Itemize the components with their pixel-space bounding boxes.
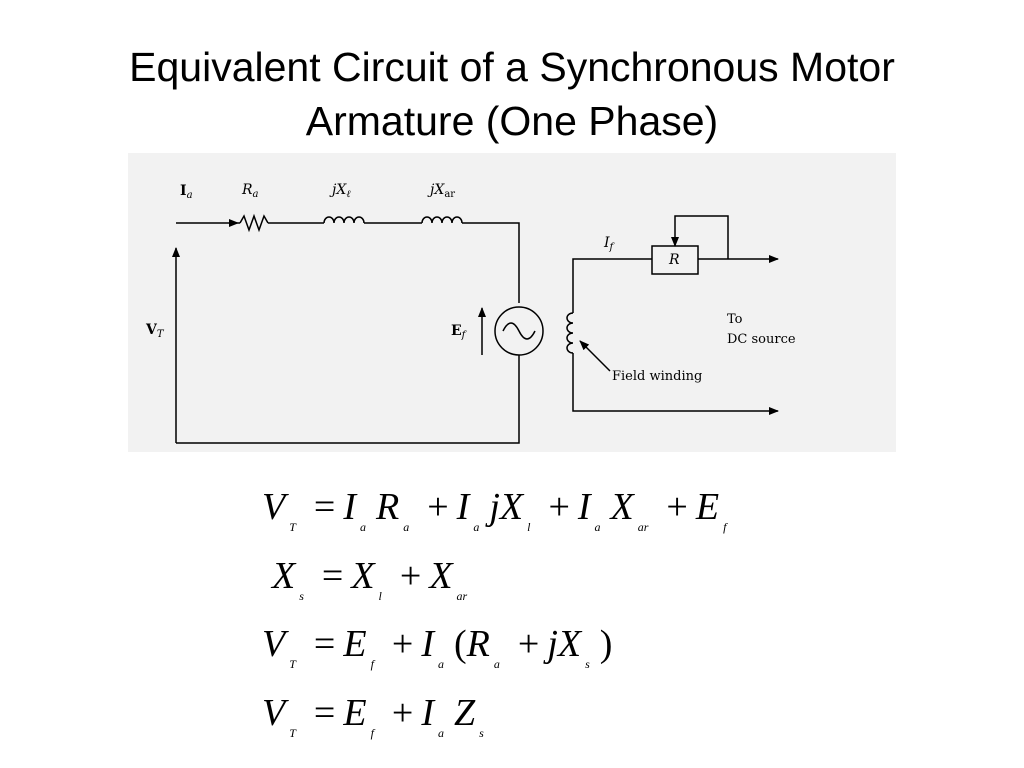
rheostat-label: R <box>668 252 680 268</box>
jxl-label: jXℓ <box>329 182 350 200</box>
subscript: s <box>479 726 484 740</box>
rheostat-wiper <box>671 215 729 259</box>
symbol: I <box>343 486 356 528</box>
vt-label: VT <box>145 322 165 340</box>
operator: = <box>313 486 336 528</box>
operator: + <box>391 692 414 734</box>
field-winding-symbol <box>566 312 574 354</box>
operator: = <box>313 623 336 665</box>
subscript: a <box>438 726 444 740</box>
ia-label: Ia <box>180 183 193 201</box>
subscript: l <box>378 589 382 603</box>
operator: + <box>427 486 449 528</box>
subscript: ar <box>637 520 649 534</box>
subscript: f <box>370 657 374 671</box>
symbol: V <box>262 692 286 734</box>
subscript: a <box>403 520 410 534</box>
ra-label: Ra <box>241 182 259 200</box>
resistor-ra-symbol <box>239 213 269 233</box>
operator: + <box>517 623 540 665</box>
symbol: E <box>343 692 367 734</box>
subscript: l <box>527 520 531 534</box>
subscript: a <box>360 520 366 534</box>
parenthesis: ( <box>454 623 467 665</box>
parenthesis: ) <box>599 623 613 665</box>
jxar-label: jXar <box>427 182 455 200</box>
subscript: s <box>299 589 304 603</box>
operator: + <box>391 623 414 665</box>
field-wire-top <box>572 258 652 313</box>
operator: + <box>548 486 570 528</box>
symbol: jX <box>489 486 524 528</box>
symbol: I <box>577 486 591 528</box>
subscript: f <box>370 726 374 740</box>
slide-title-line-2: Armature (One Phase) <box>305 98 719 144</box>
symbol: E <box>343 623 367 665</box>
field-wire-bottom <box>572 353 779 415</box>
subscript: a <box>438 657 444 671</box>
symbol: X <box>272 555 296 597</box>
if-label: If <box>603 235 616 253</box>
circuit-diagram: Ia Ra jXℓ jXar VT Ef If R To DC source F… <box>128 153 896 452</box>
operator: + <box>399 555 422 597</box>
subscript: s <box>585 657 590 671</box>
slide-title: Equivalent Circuit of a Synchronous Moto… <box>0 40 1024 148</box>
operator: = <box>313 692 336 734</box>
subscript: f <box>723 520 727 534</box>
symbol: R <box>376 486 400 528</box>
ac-sine-symbol <box>502 322 536 340</box>
operator: = <box>321 555 344 597</box>
subscript: ar <box>456 589 468 603</box>
subscript: T <box>289 657 296 671</box>
subscript: T <box>289 726 296 740</box>
symbol: X <box>351 555 375 597</box>
to-label: To <box>727 312 743 327</box>
wire-segment <box>176 355 520 444</box>
subscript: a <box>473 520 480 534</box>
symbol: I <box>421 692 434 734</box>
symbol: X <box>610 486 634 528</box>
subscript: T <box>289 520 296 534</box>
operator: + <box>666 486 688 528</box>
symbol: I <box>456 486 470 528</box>
wire-segment <box>462 222 520 303</box>
field-winding-label: Field winding <box>612 369 702 384</box>
circuit-svg: Ia Ra jXℓ jXar VT Ef If R To DC source F… <box>145 182 796 444</box>
ef-label: Ef <box>451 323 468 341</box>
symbol: jX <box>547 623 582 665</box>
field-winding-pointer <box>579 340 611 372</box>
slide-title-line-1: Equivalent Circuit of a Synchronous Moto… <box>129 44 895 90</box>
subscript: a <box>493 657 500 671</box>
dc-source-label: DC source <box>727 332 796 347</box>
inductor-xar-symbol <box>421 216 463 224</box>
symbol: E <box>695 486 720 528</box>
subscript: a <box>594 520 601 534</box>
symbol: R <box>466 623 490 665</box>
inductor-xl-symbol <box>323 216 365 224</box>
symbol: Z <box>454 692 476 734</box>
symbol: V <box>262 623 286 665</box>
symbol: V <box>262 486 286 528</box>
symbol: I <box>421 623 434 665</box>
symbol: X <box>429 555 453 597</box>
